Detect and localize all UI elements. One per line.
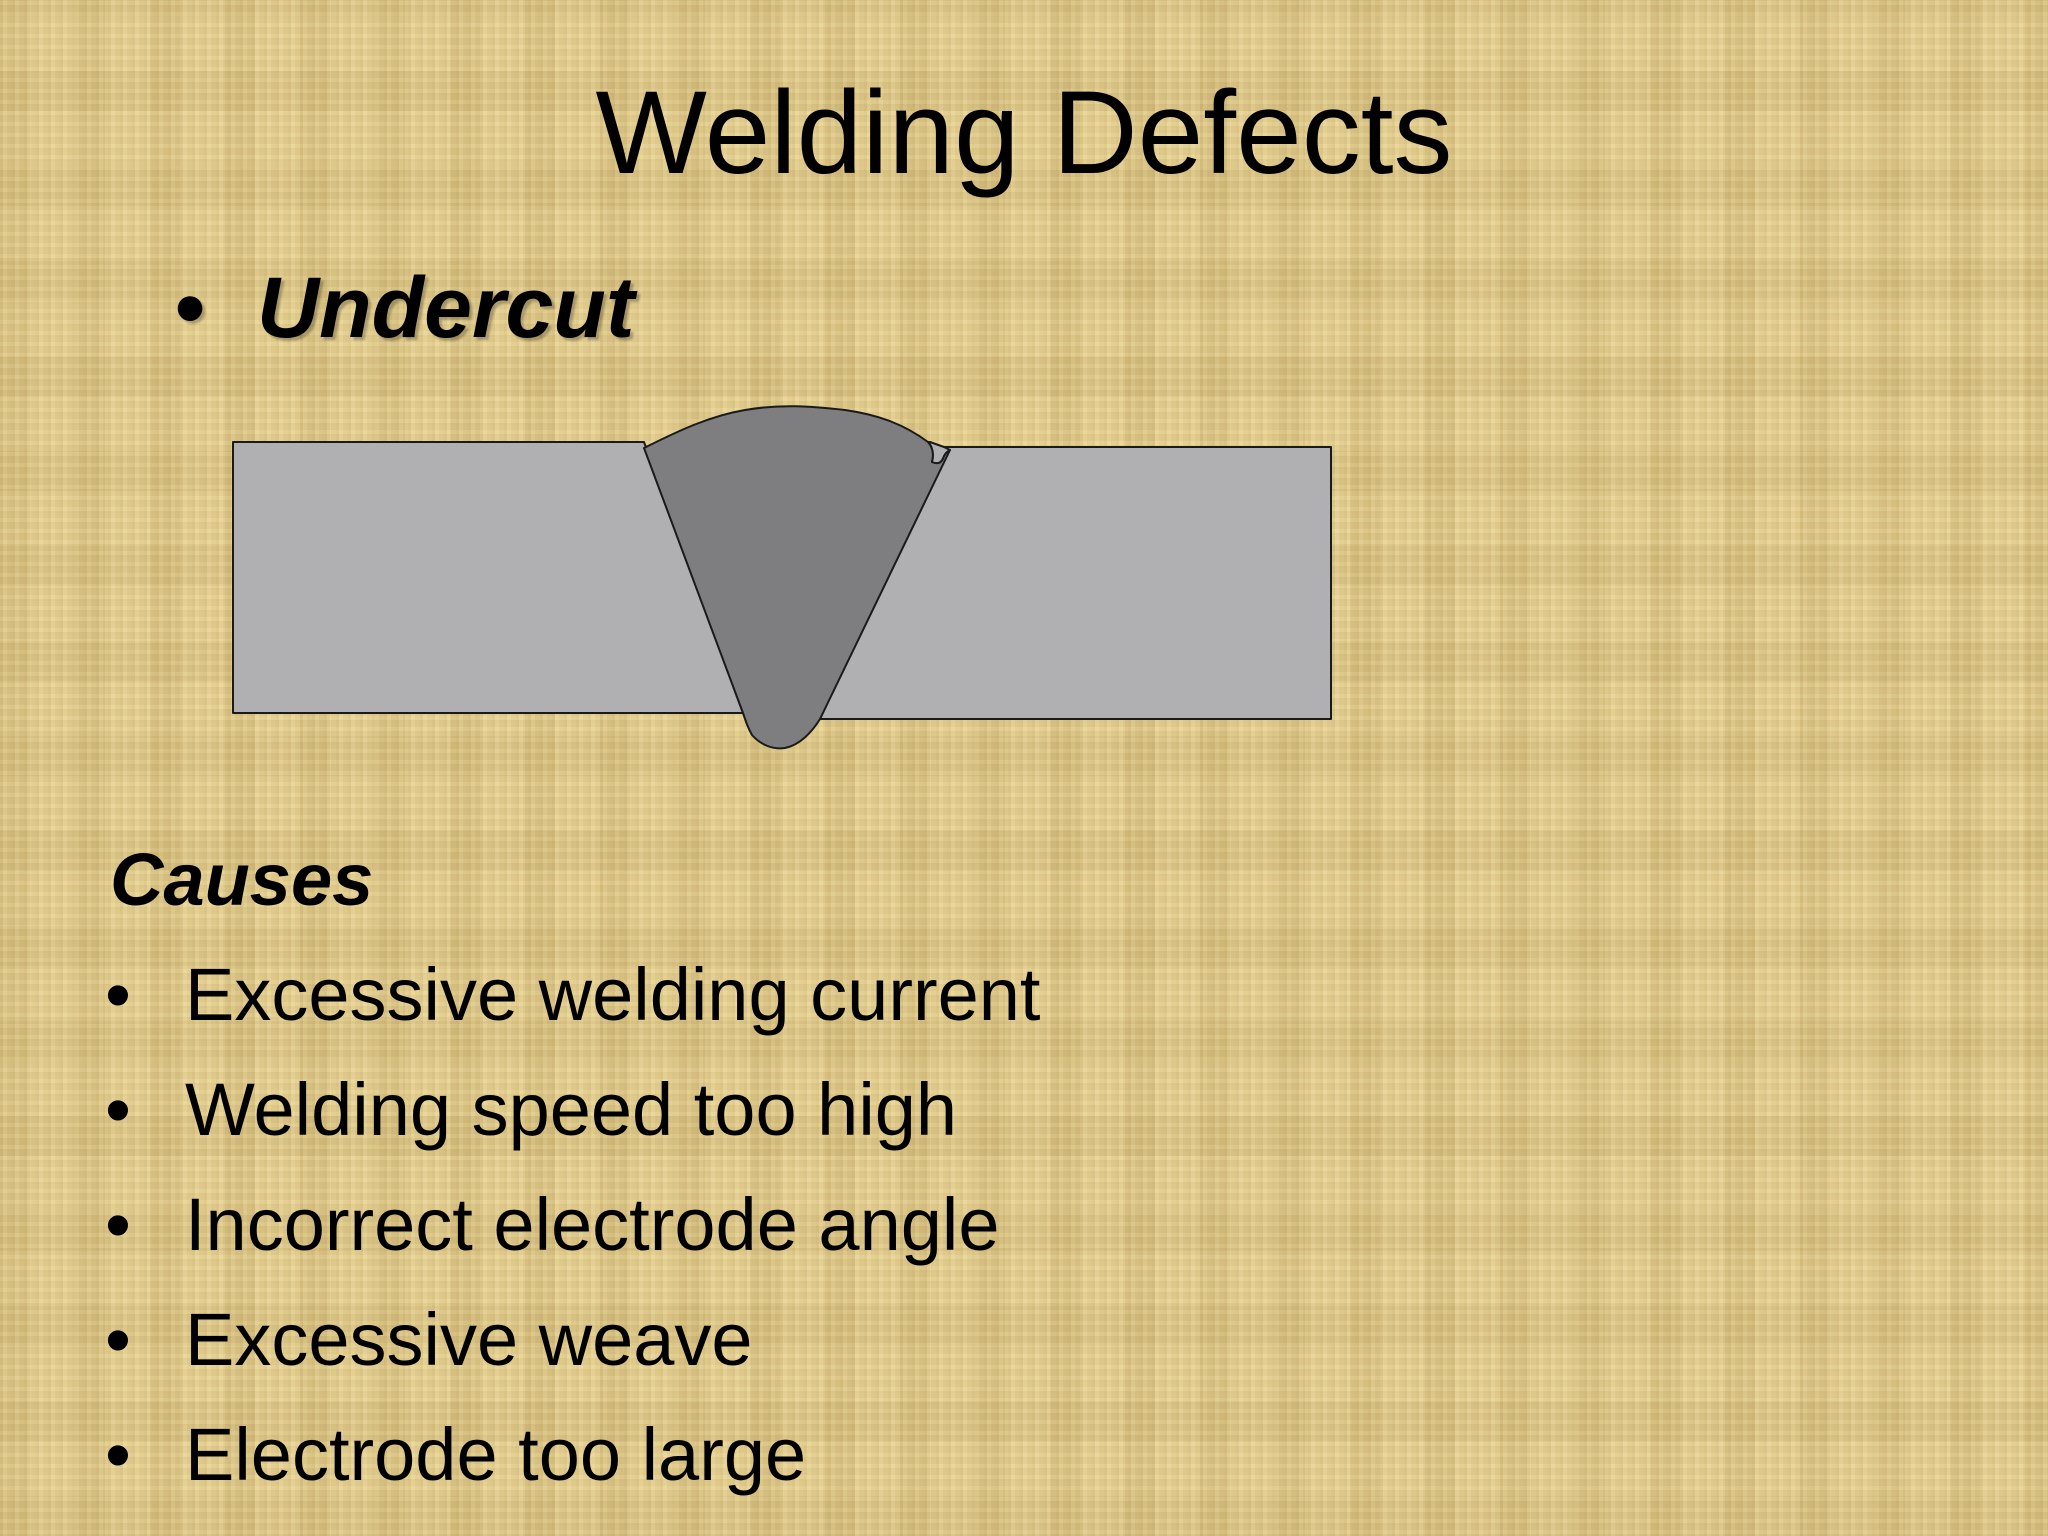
undercut-weld-diagram xyxy=(232,405,1332,750)
causes-list: • Excessive welding current • Welding sp… xyxy=(105,940,1040,1515)
undercut-notch xyxy=(927,441,951,465)
bullet: • xyxy=(175,260,206,356)
bullet: • xyxy=(105,1068,131,1151)
subtopic-label: Undercut xyxy=(257,260,635,356)
cause-text: Excessive welding current xyxy=(185,953,1041,1036)
slide-title: Welding Defects xyxy=(595,67,1453,199)
bullet: • xyxy=(105,1298,131,1381)
list-item: • Welding speed too high xyxy=(105,1055,1040,1170)
causes-heading: Causes xyxy=(110,838,374,921)
cause-text: Incorrect electrode angle xyxy=(185,1183,1000,1266)
cause-text: Welding speed too high xyxy=(185,1068,958,1151)
bullet: • xyxy=(105,1183,131,1266)
list-item: • Electrode too large xyxy=(105,1400,1040,1515)
list-item: • Excessive welding current xyxy=(105,940,1040,1055)
subtopic-undercut: • Undercut xyxy=(175,258,634,358)
cause-text: Excessive weave xyxy=(185,1298,753,1381)
bullet: • xyxy=(105,1413,131,1496)
list-item: • Excessive weave xyxy=(105,1285,1040,1400)
cause-text: Electrode too large xyxy=(185,1413,807,1496)
bullet: • xyxy=(105,953,131,1036)
list-item: • Incorrect electrode angle xyxy=(105,1170,1040,1285)
